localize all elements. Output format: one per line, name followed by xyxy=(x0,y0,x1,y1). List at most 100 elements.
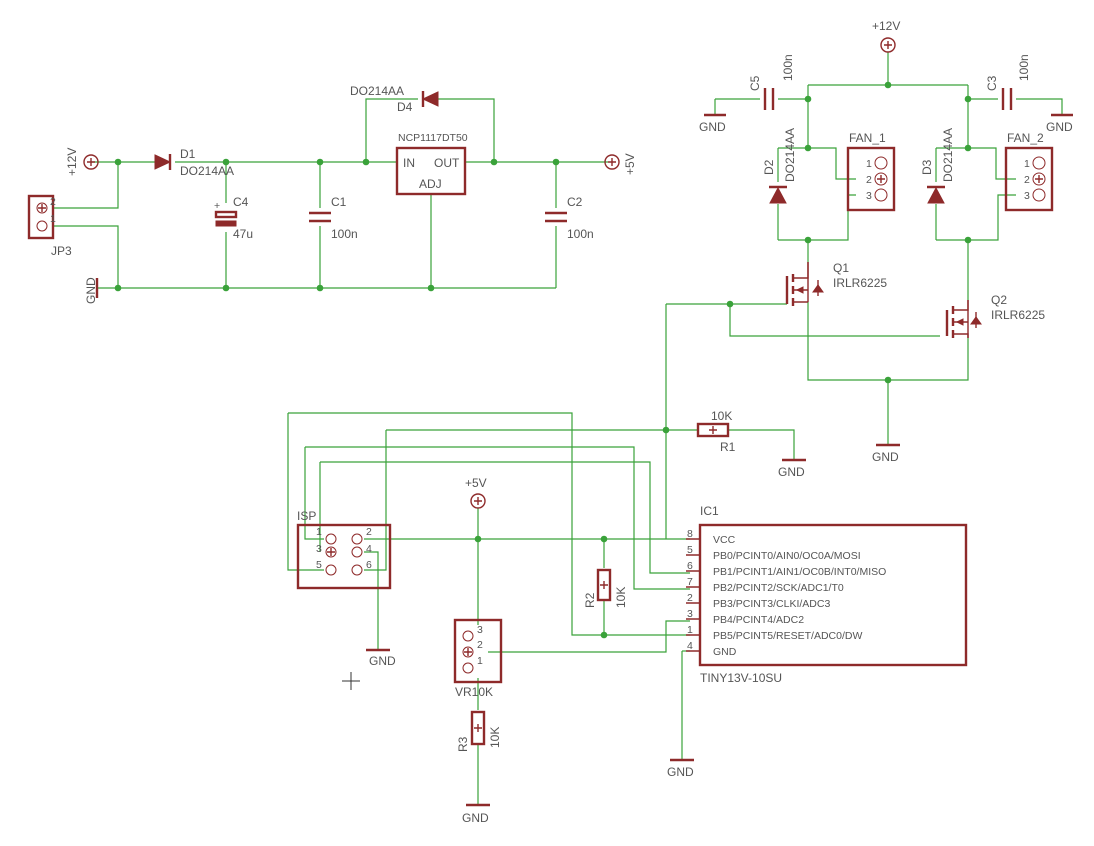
svg-text:+: + xyxy=(214,200,220,212)
svg-text:IN: IN xyxy=(403,156,415,170)
svg-text:6: 6 xyxy=(366,559,372,571)
power-5v-mid: +5V xyxy=(465,476,487,509)
svg-text:D3: D3 xyxy=(920,159,934,175)
connector-jp3: 2 1 JP3 xyxy=(27,194,72,258)
svg-text:7: 7 xyxy=(687,576,693,588)
svg-text:10K: 10K xyxy=(488,727,502,748)
gnd-symbol-c3: GND xyxy=(1046,113,1073,134)
svg-text:1: 1 xyxy=(50,213,56,225)
svg-text:OUT: OUT xyxy=(434,156,460,170)
resistor-r3: R3 10K xyxy=(456,710,502,752)
svg-text:PB5/PCINT5/RESET/ADC0/DW: PB5/PCINT5/RESET/ADC0/DW xyxy=(713,630,862,642)
svg-text:GND: GND xyxy=(369,654,396,668)
svg-text:100n: 100n xyxy=(567,227,594,241)
svg-text:4: 4 xyxy=(687,640,693,652)
svg-text:47u: 47u xyxy=(233,227,253,241)
svg-text:10K: 10K xyxy=(614,587,628,608)
regulator-ncp1117: NCP1117DT50 IN OUT ADJ xyxy=(395,132,468,196)
svg-text:FAN_2: FAN_2 xyxy=(1007,131,1044,145)
mosfet-q1: Q1 IRLR6225 xyxy=(785,261,887,306)
svg-text:+5V: +5V xyxy=(623,153,637,175)
svg-text:PB2/PCINT2/SCK/ADC1/T0: PB2/PCINT2/SCK/ADC1/T0 xyxy=(713,582,844,594)
gnd-symbol-isp: GND xyxy=(366,648,396,668)
svg-text:GND: GND xyxy=(872,450,899,464)
svg-text:GND: GND xyxy=(778,465,805,479)
svg-text:IRLR6225: IRLR6225 xyxy=(833,276,887,290)
gnd-symbol-r3: GND xyxy=(462,803,490,825)
svg-text:GND: GND xyxy=(84,277,98,304)
svg-text:2: 2 xyxy=(687,592,693,604)
svg-text:1: 1 xyxy=(477,655,483,667)
svg-text:Q1: Q1 xyxy=(833,261,849,275)
gnd-symbol-ic: GND xyxy=(667,758,694,779)
connector-isp: 1 2 3 4 5 6 ISP xyxy=(296,509,392,590)
svg-text:VCC: VCC xyxy=(713,534,736,546)
gnd-symbol-mosfets: GND xyxy=(872,443,900,464)
svg-text:D1: D1 xyxy=(180,147,196,161)
svg-text:GND: GND xyxy=(667,765,694,779)
diode-d1: D1 DO214AA xyxy=(154,147,234,178)
gnd-symbol-r1: GND xyxy=(778,458,806,479)
svg-text:100n: 100n xyxy=(781,54,795,81)
svg-text:5: 5 xyxy=(687,544,693,556)
svg-text:GND: GND xyxy=(713,646,737,658)
svg-text:FAN_1: FAN_1 xyxy=(849,131,886,145)
svg-text:IRLR6225: IRLR6225 xyxy=(991,308,1045,322)
power-5v-right: +5V xyxy=(604,153,637,175)
diode-d4: DO214AA D4 xyxy=(350,84,439,114)
svg-text:D4: D4 xyxy=(397,100,413,114)
svg-text:3: 3 xyxy=(477,624,483,636)
mosfet-q2: Q2 IRLR6225 xyxy=(945,293,1045,338)
power-12v-top: +12V xyxy=(872,19,900,53)
svg-text:4: 4 xyxy=(366,543,372,555)
connector-fan1: 1 2 3 FAN_1 xyxy=(846,131,896,212)
svg-text:PB0/PCINT0/AIN0/OC0A/MOSI: PB0/PCINT0/AIN0/OC0A/MOSI xyxy=(713,550,861,562)
svg-text:5: 5 xyxy=(316,559,322,571)
svg-text:GND: GND xyxy=(699,120,726,134)
svg-text:ISP: ISP xyxy=(297,509,316,523)
svg-text:2: 2 xyxy=(477,639,483,651)
capacitor-c3: C3 100n xyxy=(985,54,1031,110)
svg-text:100n: 100n xyxy=(331,227,358,241)
svg-text:3: 3 xyxy=(1024,190,1030,202)
svg-text:DO214AA: DO214AA xyxy=(783,128,797,182)
svg-text:+12V: +12V xyxy=(872,19,900,33)
svg-text:C1: C1 xyxy=(331,195,347,209)
resistor-r1: 10K R1 xyxy=(696,409,736,454)
capacitor-c4: + C4 47u xyxy=(214,195,253,241)
svg-text:DO214AA: DO214AA xyxy=(180,164,234,178)
svg-text:+12V: +12V xyxy=(65,148,79,176)
capacitor-c5: C5 100n xyxy=(748,54,795,110)
junctions xyxy=(114,81,972,639)
svg-text:1: 1 xyxy=(866,158,872,170)
potentiometer-vr10k: 3 2 1 VR10K xyxy=(453,618,503,699)
svg-text:C5: C5 xyxy=(748,75,762,91)
svg-text:1: 1 xyxy=(687,624,693,636)
svg-text:GND: GND xyxy=(462,811,489,825)
svg-text:ADJ: ADJ xyxy=(419,177,442,191)
svg-text:DO214AA: DO214AA xyxy=(350,84,404,98)
gnd-symbol-c5: GND xyxy=(699,113,726,134)
svg-text:1: 1 xyxy=(1024,158,1030,170)
svg-text:3: 3 xyxy=(687,608,693,620)
svg-text:2: 2 xyxy=(50,196,56,208)
svg-text:2: 2 xyxy=(1024,174,1030,186)
svg-text:10K: 10K xyxy=(711,409,732,423)
gnd-symbol-left: GND xyxy=(84,277,99,304)
diode-d3: D3 DO214AA xyxy=(920,128,955,204)
svg-text:DO214AA: DO214AA xyxy=(941,128,955,182)
svg-text:IC1: IC1 xyxy=(700,504,719,518)
svg-text:PB4/PCINT4/ADC2: PB4/PCINT4/ADC2 xyxy=(713,614,804,626)
svg-text:VR10K: VR10K xyxy=(455,685,493,699)
resistor-r2: R2 10K xyxy=(583,568,628,608)
ic1-attiny13: IC1 TINY13V-10SU 8 5 6 7 2 3 1 4 VCC PB0… xyxy=(686,504,968,685)
svg-text:C2: C2 xyxy=(567,195,583,209)
power-12v-left: +12V xyxy=(65,148,99,176)
svg-text:1: 1 xyxy=(316,526,322,538)
svg-text:Q2: Q2 xyxy=(991,293,1007,307)
svg-text:8: 8 xyxy=(687,528,693,540)
svg-text:R1: R1 xyxy=(720,440,736,454)
svg-text:D2: D2 xyxy=(762,159,776,175)
diode-d2: D2 DO214AA xyxy=(762,128,797,204)
